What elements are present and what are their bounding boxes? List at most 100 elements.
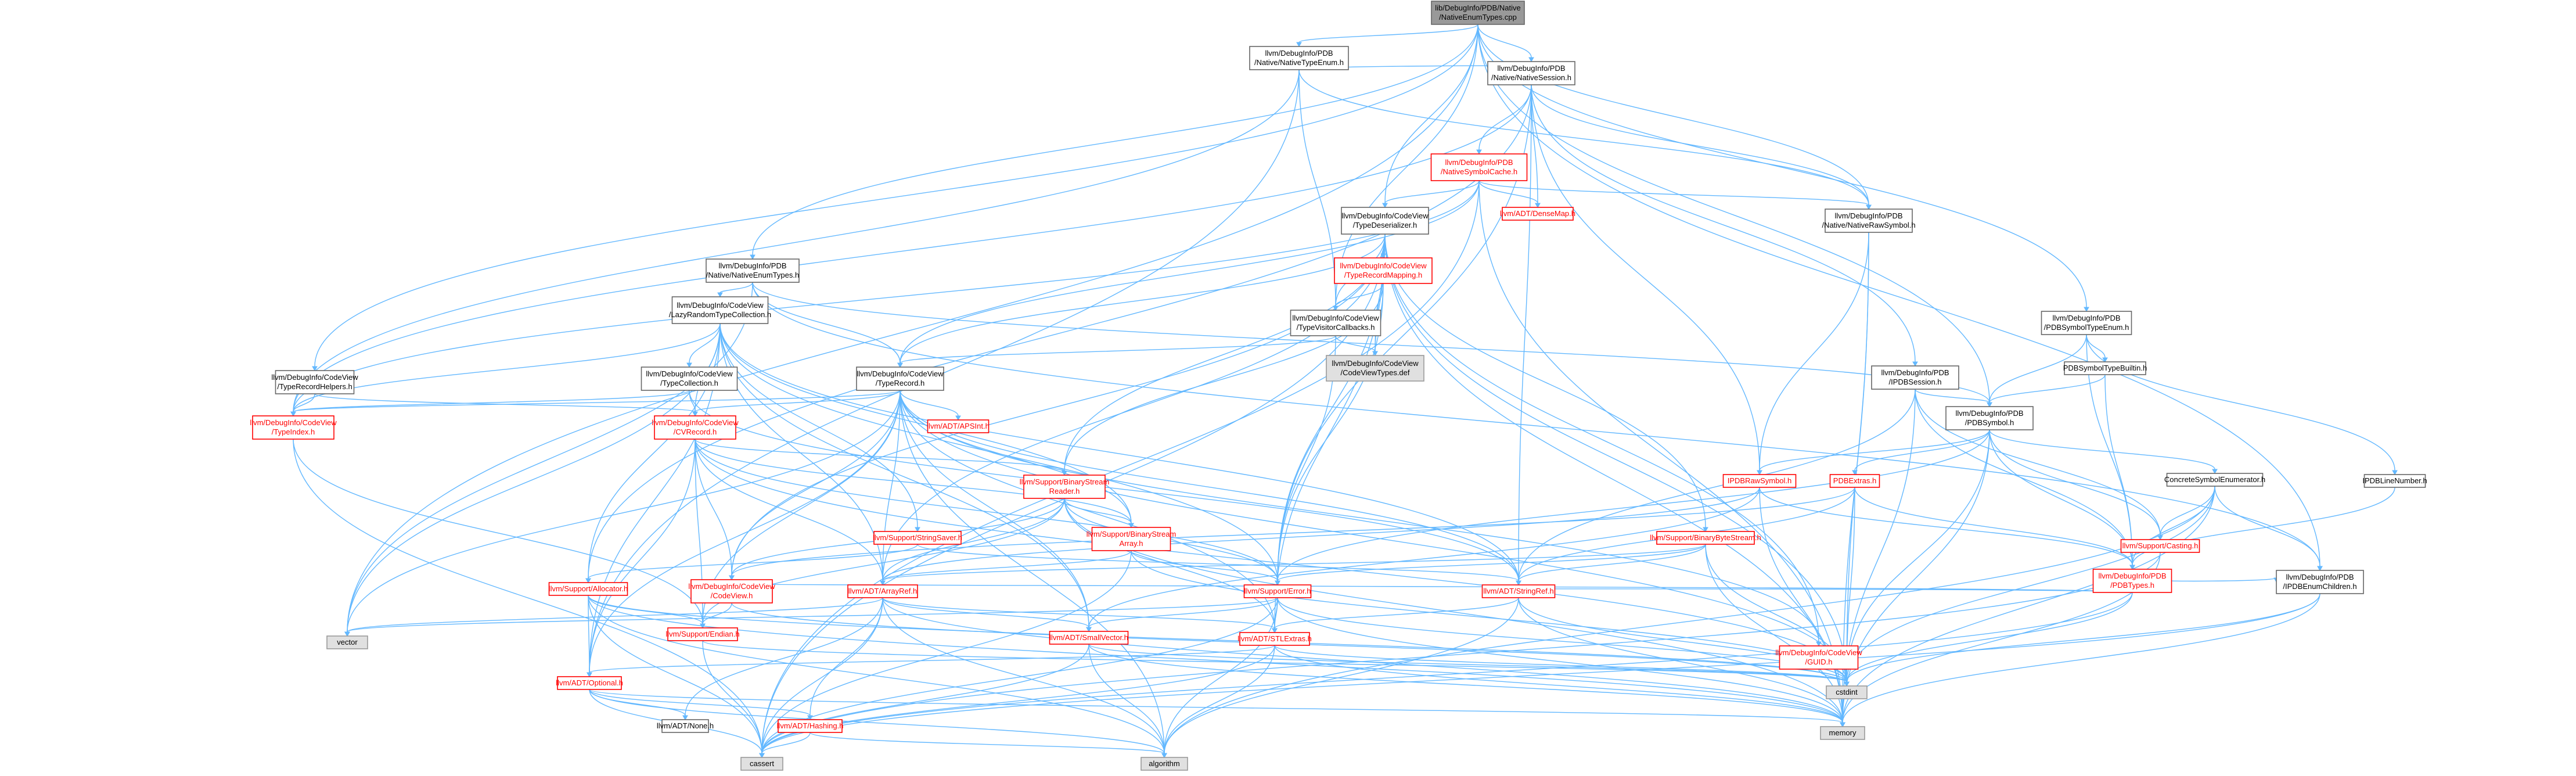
node-nsess[interactable]: llvm/DebugInfo/PDB/Native/NativeSession.… <box>1487 61 1575 85</box>
node-smallvector[interactable]: llvm/ADT/SmallVector.h <box>1049 631 1129 645</box>
node-cassert[interactable]: cassert <box>740 757 783 771</box>
edge-allocator-to-algorithm <box>588 595 1167 759</box>
node-label: /GUID.h <box>1805 658 1833 666</box>
node-lrtc[interactable]: llvm/DebugInfo/CodeView/LazyRandomTypeCo… <box>669 296 771 324</box>
edge-trec-to-codeview <box>729 390 901 581</box>
node-error[interactable]: llvm/Support/Error.h <box>1243 584 1312 598</box>
node-ipdbenum[interactable]: llvm/DebugInfo/PDB/IPDBEnumChildren.h <box>2276 570 2364 594</box>
node-ipdbline[interactable]: IPDBLineNumber.h <box>2362 474 2427 488</box>
node-box <box>661 719 709 733</box>
node-stringref[interactable]: llvm/ADT/StringRef.h <box>1481 584 1556 598</box>
node-casting[interactable]: llvm/Support/Casting.h <box>2120 539 2200 553</box>
edge-pdbstbuiltin-to-pdbsymbol <box>1987 374 2106 408</box>
edge-tdes-to-codeview <box>729 233 1386 581</box>
node-ipdbraw[interactable]: IPDBRawSymbol.h <box>1722 474 1797 488</box>
node-box <box>1049 631 1129 645</box>
node-nte[interactable]: llvm/DebugInfo/PDB/Native/NativeTypeEnum… <box>1249 46 1349 70</box>
node-nrs[interactable]: llvm/DebugInfo/PDB/Native/NativeRawSymbo… <box>1822 209 1916 233</box>
node-hashing[interactable]: llvm/ADT/Hashing.h <box>777 719 844 733</box>
node-tcoll[interactable]: llvm/DebugInfo/CodeView/TypeCollection.h <box>641 367 738 391</box>
node-none[interactable]: llvm/ADT/None.h <box>657 719 714 733</box>
edge-cse-to-casting <box>2157 486 2215 541</box>
node-label: llvm/DebugInfo/PDB <box>718 261 786 270</box>
node-label: llvm/DebugInfo/CodeView <box>1292 314 1379 322</box>
node-box <box>1656 531 1755 545</box>
node-bbs[interactable]: llvm/Support/BinaryByteStream.h <box>1650 531 1761 545</box>
node-pdbsession[interactable]: llvm/DebugInfo/PDB/IPDBSession.h <box>1871 365 1959 390</box>
edge-pdbsymbol-to-error <box>1275 429 1990 586</box>
node-label: /NativeEnumTypes.cpp <box>1439 13 1517 21</box>
node-cstdint[interactable]: cstdint <box>1826 685 1868 699</box>
node-box <box>1826 685 1868 699</box>
node-codeview[interactable]: llvm/DebugInfo/CodeView/CodeView.h <box>688 579 775 603</box>
node-nsc[interactable]: llvm/DebugInfo/PDB/NativeSymbolCache.h <box>1430 153 1528 181</box>
edge-pdbsymbol-to-cse <box>1989 429 2218 475</box>
edge-pdbtypes-to-cassert <box>759 592 2133 759</box>
nodes-layer: lib/DebugInfo/PDB/Native/NativeEnumTypes… <box>250 1 2427 771</box>
node-pdbtypes[interactable]: llvm/DebugInfo/PDB/PDBTypes.h <box>2092 569 2172 593</box>
edge-lrtc-to-strsaver <box>719 323 920 533</box>
edge-strsaver-to-allocator <box>585 544 918 584</box>
node-label: llvm/ADT/StringRef.h <box>1483 587 1553 595</box>
node-endian[interactable]: llvm/Support/Endian.h <box>665 627 740 641</box>
node-apsint[interactable]: llvm/ADT/APSInt.h <box>927 419 990 433</box>
edge-trec-to-vector <box>344 390 901 637</box>
node-optional[interactable]: llvm/ADT/Optional.h <box>556 676 623 690</box>
node-root[interactable]: lib/DebugInfo/PDB/Native/NativeEnumTypes… <box>1431 1 1525 25</box>
node-vector[interactable]: vector <box>326 635 368 649</box>
node-label: llvm/Support/BinaryByteStream.h <box>1650 533 1761 542</box>
node-tdes[interactable]: llvm/DebugInfo/CodeView/TypeDeserializer… <box>1341 207 1429 235</box>
edge-nsc-to-nrs <box>1478 180 1872 210</box>
node-pdbstbuiltin[interactable]: PDBSymbolTypeBuiltin.h <box>2063 361 2147 375</box>
node-box <box>1825 209 1913 233</box>
node-box <box>778 719 843 733</box>
edge-cvrecord-to-bsreader <box>695 439 1067 476</box>
node-tvc[interactable]: llvm/DebugInfo/CodeView/TypeVisitorCallb… <box>1290 310 1381 336</box>
node-stlextras[interactable]: llvm/ADT/STLExtras.h <box>1237 632 1312 646</box>
node-cvrecord[interactable]: llvm/DebugInfo/CodeView/CVRecord.h <box>652 415 739 440</box>
node-allocator[interactable]: llvm/Support/Allocator.h <box>548 582 628 596</box>
node-label: /TypeRecordHelpers.h <box>277 382 352 391</box>
node-trm[interactable]: llvm/DebugInfo/CodeView/TypeRecordMappin… <box>1334 257 1433 284</box>
node-tindex[interactable]: llvm/DebugInfo/CodeView/TypeIndex.h <box>250 415 337 440</box>
node-pdbstenum[interactable]: llvm/DebugInfo/PDB/PDBSymbolTypeEnum.h <box>2041 311 2132 335</box>
node-net[interactable]: llvm/DebugInfo/PDB/Native/NativeEnumType… <box>706 258 800 283</box>
edge-arrayref-to-algorithm <box>882 597 1167 759</box>
node-cvtypesdef[interactable]: llvm/DebugInfo/CodeView/CodeViewTypes.de… <box>1326 355 1424 382</box>
edge-arrayref-to-none <box>682 597 883 721</box>
node-label: PDBSymbolTypeBuiltin.h <box>2063 364 2147 372</box>
edge-ipdbraw-to-smallvector <box>1086 487 1760 633</box>
node-memory[interactable]: memory <box>1820 726 1865 740</box>
node-pdbsymbol[interactable]: llvm/DebugInfo/PDB/PDBSymbol.h <box>1945 406 2034 430</box>
node-box <box>1023 475 1106 499</box>
node-arrayref[interactable]: llvm/ADT/ArrayRef.h <box>847 584 918 598</box>
node-label: IPDBLineNumber.h <box>2362 476 2427 485</box>
node-trh[interactable]: llvm/DebugInfo/CodeView/TypeRecordHelper… <box>271 370 358 394</box>
edge-cse-to-ipdbenum <box>2214 486 2323 572</box>
node-label: IPDBRawSymbol.h <box>1728 476 1792 485</box>
node-trec[interactable]: llvm/DebugInfo/CodeView/TypeRecord.h <box>856 367 944 391</box>
edge-strsaver-to-stringref <box>917 544 1521 586</box>
node-strsaver[interactable]: llvm/Support/StringSaver.h <box>873 531 962 545</box>
node-guid[interactable]: llvm/DebugInfo/CodeView/GUID.h <box>1775 645 1862 670</box>
edge-stringref-to-algorithm <box>1161 597 1519 759</box>
edge-trec-to-cvrecord <box>692 390 901 417</box>
node-label: lib/DebugInfo/PDB/Native <box>1435 3 1520 12</box>
edge-nsc-to-tdes <box>1382 180 1480 209</box>
node-pdbextras[interactable]: PDBExtras.h <box>1829 474 1880 488</box>
node-box <box>2363 474 2426 488</box>
edge-trec-to-apsint <box>900 390 961 421</box>
node-box <box>1431 1 1525 25</box>
node-box <box>671 296 769 324</box>
edge-root-to-nrs <box>1477 24 1872 210</box>
node-cse[interactable]: ConcreteSymbolEnumerator.h <box>2164 473 2265 487</box>
node-algorithm[interactable]: algorithm <box>1141 757 1188 771</box>
node-densemap[interactable]: llvm/ADT/DenseMap.h <box>1500 207 1575 221</box>
node-label: llvm/Support/Allocator.h <box>549 584 628 593</box>
node-label: Reader.h <box>1049 487 1080 495</box>
node-label: llvm/DebugInfo/CodeView <box>1341 211 1429 220</box>
edge-nsess-to-pdbsession <box>1531 84 1918 367</box>
